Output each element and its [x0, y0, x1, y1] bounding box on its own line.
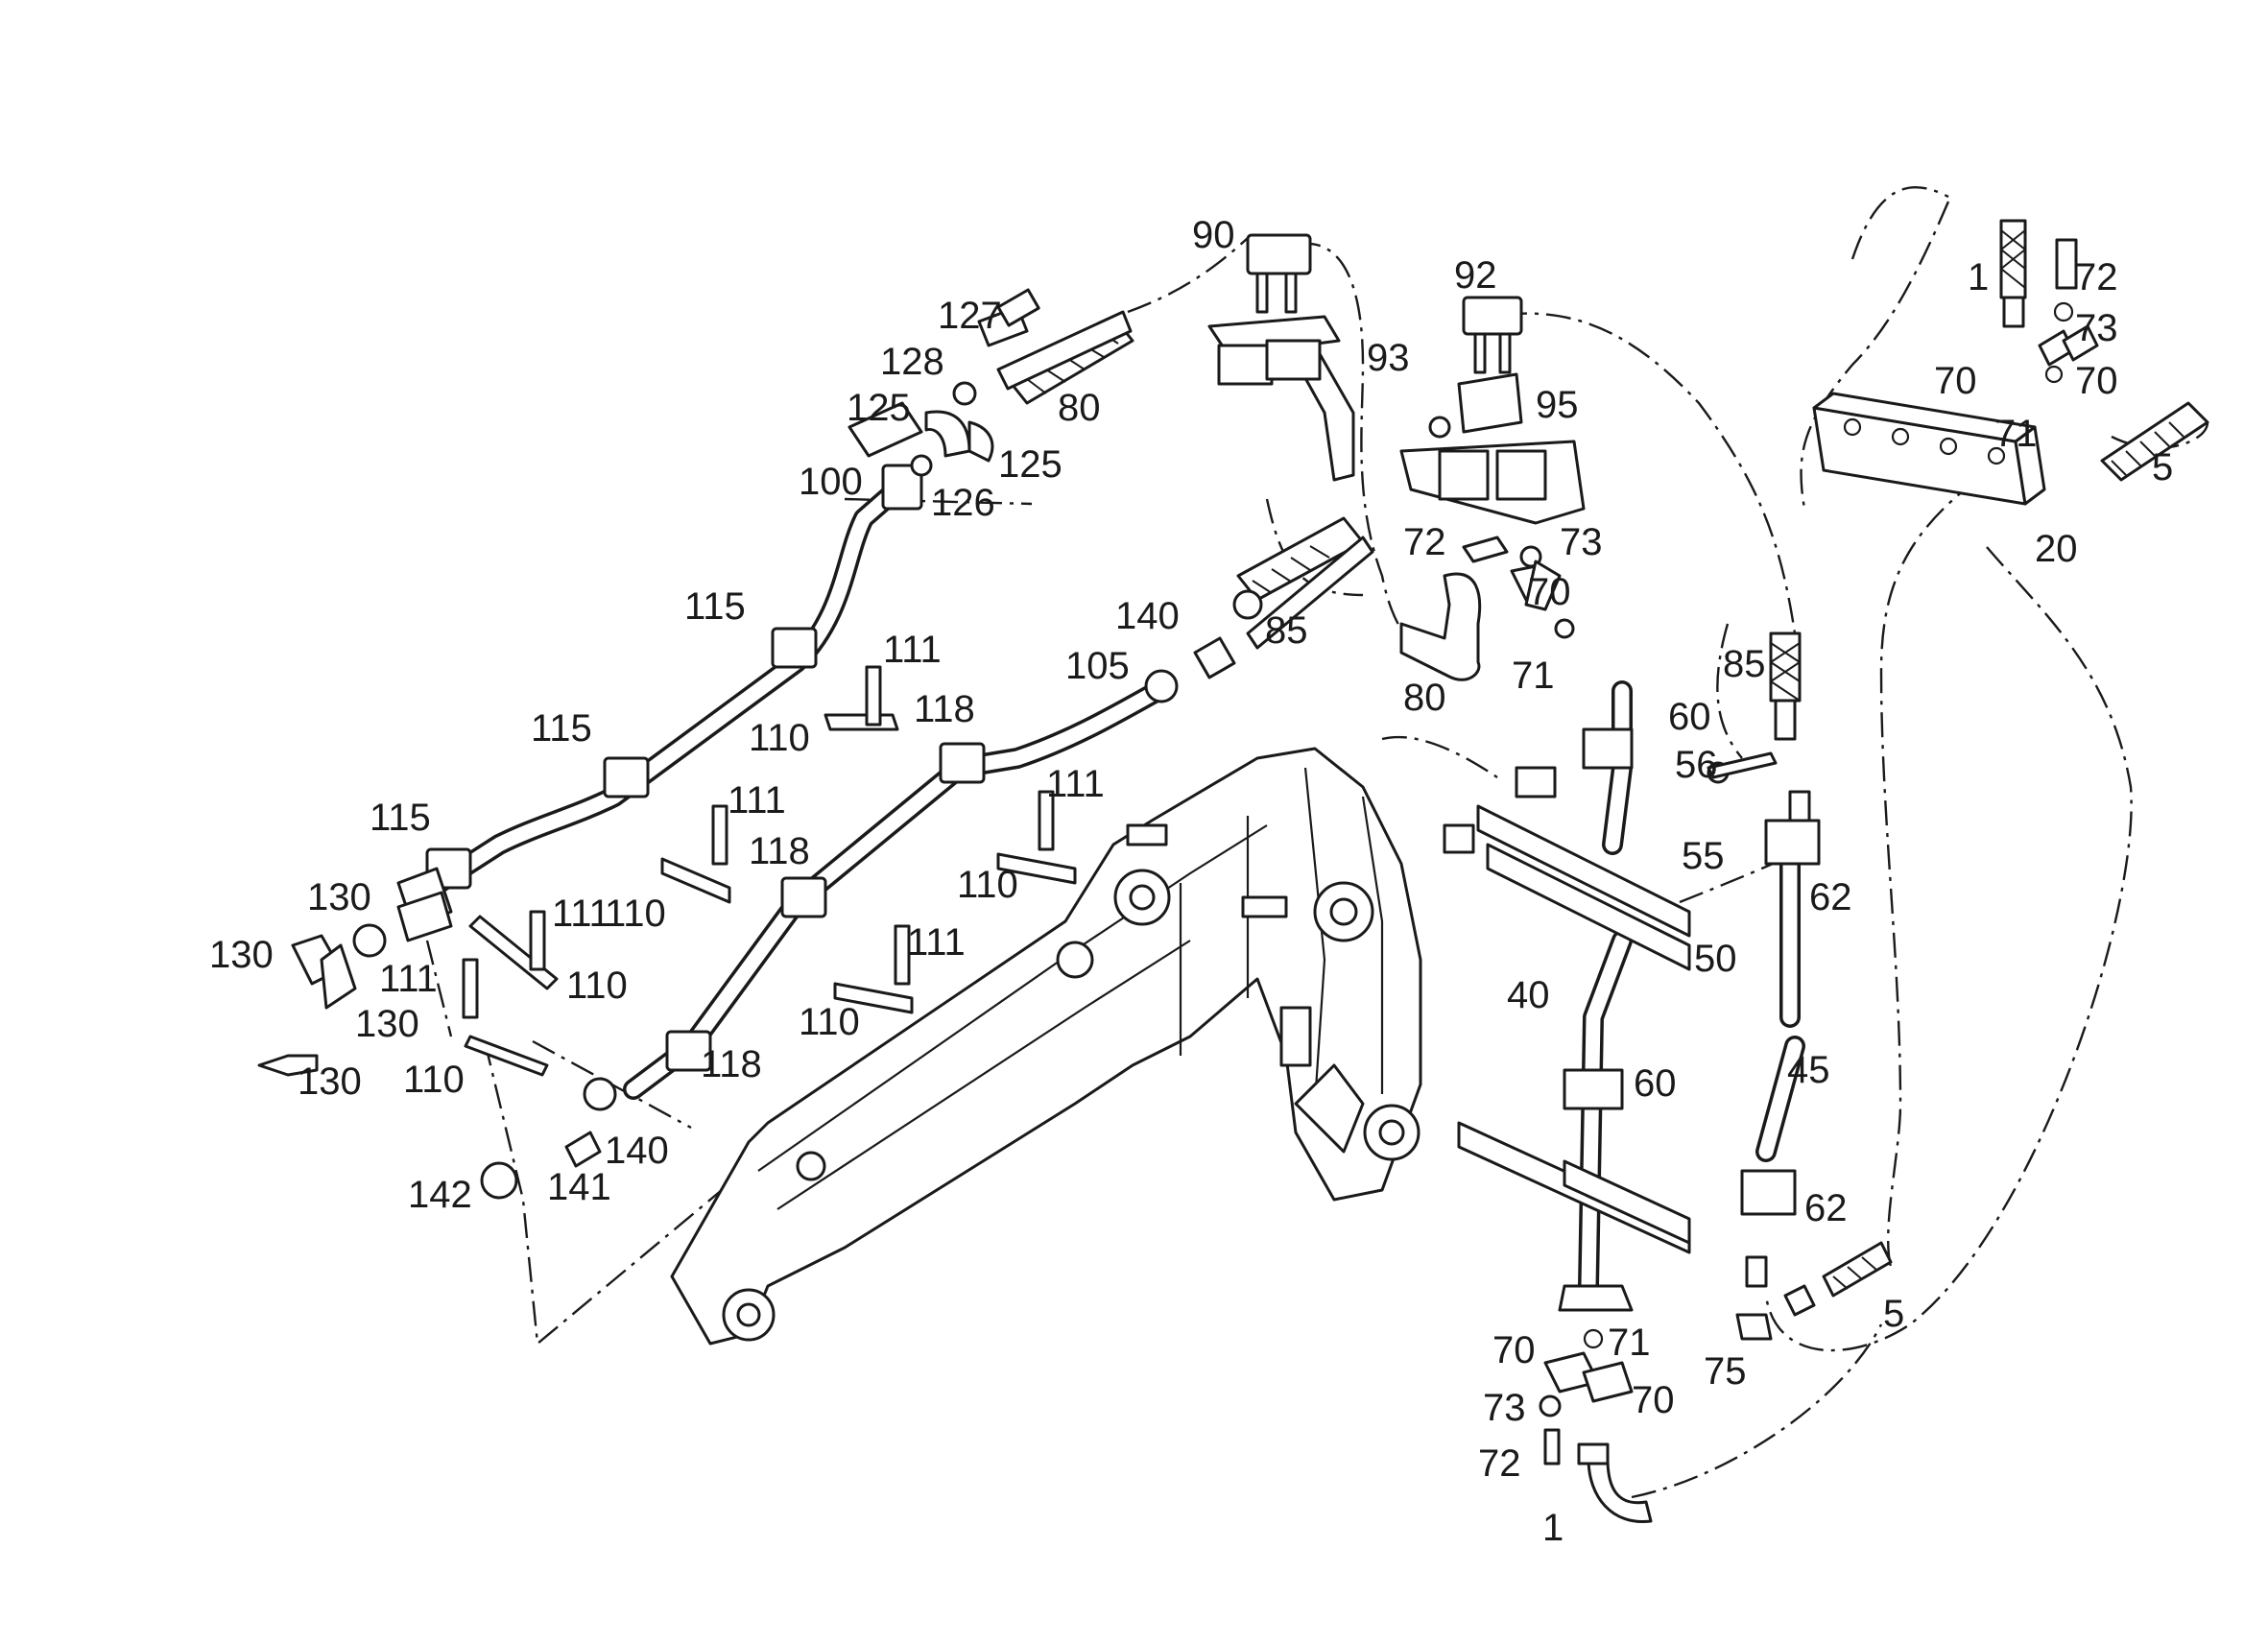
callout-40: 40 [1507, 974, 1550, 1016]
callout-130: 130 [355, 1003, 419, 1045]
callout-111: 111 [1046, 763, 1105, 805]
callout-5: 5 [2152, 446, 2173, 488]
callout-111: 111 [379, 958, 438, 1000]
callout-141: 141 [547, 1166, 611, 1208]
callout-140: 140 [605, 1130, 669, 1172]
callout-93: 93 [1367, 337, 1410, 379]
callout-56: 56 [1675, 744, 1718, 786]
callout-1: 1 [1968, 256, 1989, 298]
callout-130: 130 [298, 1060, 362, 1103]
callout-20: 20 [2035, 528, 2078, 570]
callout-71: 71 [1512, 655, 1555, 697]
callout-70: 70 [1934, 360, 1977, 402]
callout-127: 127 [938, 295, 1002, 337]
callout-1: 1 [1542, 1507, 1564, 1549]
callout-118: 118 [749, 830, 810, 872]
callout-110: 110 [403, 1059, 465, 1101]
callout-110: 110 [957, 864, 1018, 906]
callout-111: 111 [728, 779, 786, 822]
callout-80: 80 [1058, 387, 1101, 429]
callout-111: 111 [907, 921, 966, 964]
callout-70: 70 [2075, 360, 2118, 402]
callout-60: 60 [1634, 1062, 1677, 1105]
callout-71: 71 [1608, 1322, 1651, 1364]
callout-142: 142 [408, 1174, 472, 1216]
callout-50: 50 [1694, 938, 1737, 980]
callout-72: 72 [1478, 1442, 1521, 1485]
callout-110: 110 [566, 965, 628, 1007]
callout-5: 5 [1883, 1293, 1904, 1335]
callout-73: 73 [1560, 521, 1603, 563]
callout-118: 118 [701, 1043, 762, 1085]
callout-72: 72 [2075, 256, 2118, 298]
boom-structure [670, 747, 1422, 1346]
callout-80: 80 [1403, 677, 1446, 719]
callout-labels: 90 127 128 125 80 125 100 126 93 92 95 1… [209, 214, 2173, 1549]
callout-115: 115 [370, 797, 431, 839]
callout-110: 110 [605, 893, 666, 935]
callout-128: 128 [880, 341, 944, 383]
callout-70: 70 [1528, 571, 1571, 613]
callout-125: 125 [998, 443, 1062, 486]
callout-75: 75 [1704, 1350, 1747, 1393]
callout-110: 110 [799, 1001, 860, 1043]
callout-85: 85 [1723, 643, 1766, 685]
callout-73: 73 [1483, 1387, 1526, 1429]
callout-140: 140 [1115, 595, 1180, 637]
callout-115: 115 [684, 585, 746, 628]
callout-115: 115 [531, 707, 592, 750]
callout-111: 111 [883, 629, 942, 671]
callout-60: 60 [1668, 696, 1711, 738]
callout-62: 62 [1809, 876, 1852, 918]
callout-92: 92 [1454, 254, 1497, 297]
callout-126: 126 [931, 482, 995, 524]
callout-62: 62 [1804, 1187, 1848, 1229]
callout-105: 105 [1065, 645, 1130, 687]
callout-85: 85 [1265, 609, 1308, 652]
callout-70: 70 [1632, 1379, 1675, 1421]
callout-95: 95 [1536, 384, 1579, 426]
callout-130: 130 [209, 934, 274, 976]
callout-125: 125 [847, 387, 911, 429]
callout-55: 55 [1682, 835, 1725, 877]
callout-71: 71 [1994, 413, 2038, 455]
right-clamp-assemblies [1443, 238, 2099, 1465]
upper-clamp-brackets [1207, 233, 1586, 681]
callout-118: 118 [914, 688, 975, 730]
callout-73: 73 [2075, 307, 2118, 349]
callout-90: 90 [1192, 214, 1235, 256]
callout-100: 100 [799, 461, 863, 503]
left-pipe-assembly [257, 288, 1365, 1200]
callout-111: 111 [552, 893, 610, 935]
callout-45: 45 [1787, 1049, 1830, 1091]
callout-72: 72 [1403, 521, 1446, 563]
callout-110: 110 [749, 717, 810, 759]
callout-70: 70 [1492, 1329, 1536, 1371]
callout-130: 130 [307, 876, 371, 918]
